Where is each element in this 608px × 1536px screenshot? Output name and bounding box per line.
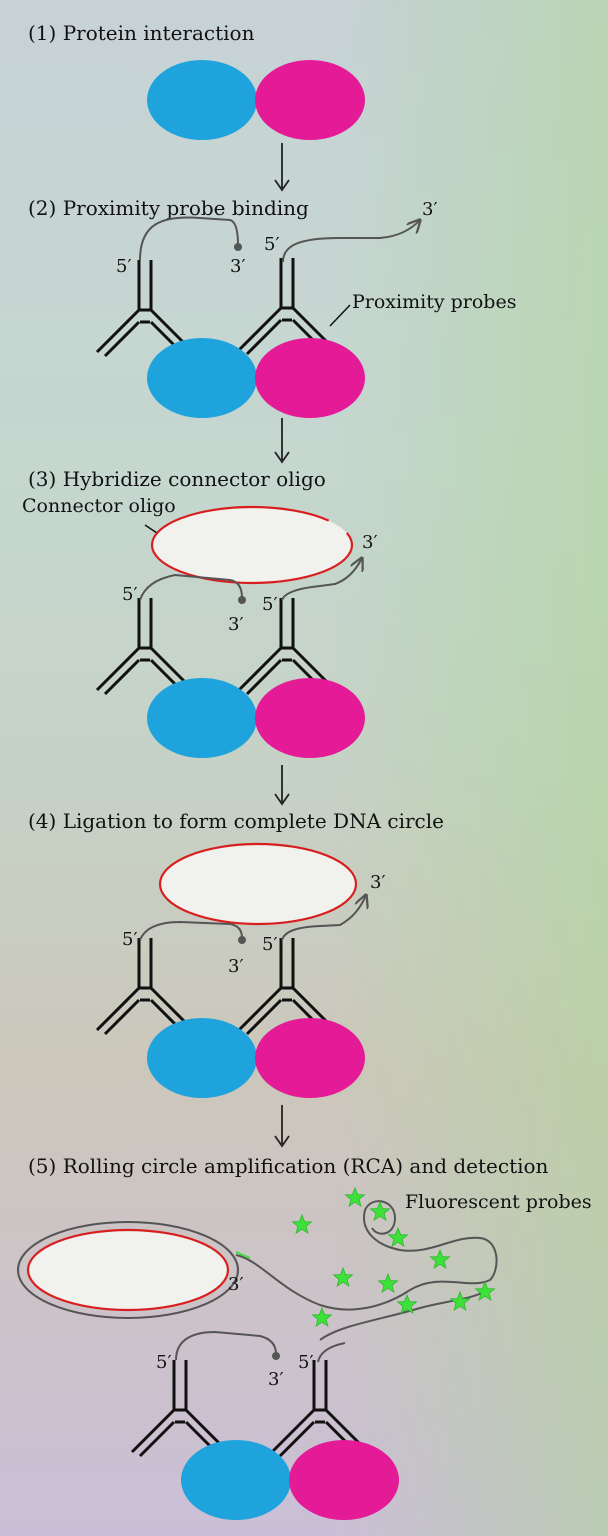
connector-oligo-label: Connector oligo bbox=[22, 495, 176, 517]
connector-oligo-circle bbox=[150, 505, 354, 585]
five-prime-label: 5′ bbox=[298, 1352, 314, 1373]
three-prime-label: 3′ bbox=[230, 256, 246, 277]
five-prime-label: 5′ bbox=[156, 1352, 172, 1373]
three-prime-label: 3′ bbox=[362, 532, 378, 553]
five-prime-label: 5′ bbox=[262, 934, 278, 955]
probe-strand-right bbox=[282, 220, 420, 263]
three-prime-label: 3′ bbox=[422, 199, 438, 220]
antibody-left bbox=[130, 1358, 230, 1458]
rca-dna-circle bbox=[26, 1228, 230, 1312]
step-5-title: (5) Rolling circle amplification (RCA) a… bbox=[28, 1154, 549, 1178]
probe-strand-left bbox=[139, 216, 239, 261]
antibody-left bbox=[95, 258, 195, 358]
proximity-probes-label: Proximity probes bbox=[352, 291, 516, 313]
five-prime-label: 5′ bbox=[264, 234, 280, 255]
five-prime-label: 5′ bbox=[122, 584, 138, 605]
probe-strand-right bbox=[317, 1342, 346, 1363]
rca-product-strand bbox=[235, 1200, 498, 1341]
three-prime-label: 3′ bbox=[268, 1369, 284, 1390]
probe-strand-right bbox=[281, 558, 362, 601]
rca-outer-strand bbox=[17, 1221, 239, 1319]
ligated-dna-circle bbox=[158, 842, 358, 926]
step-1-title: (1) Protein interaction bbox=[28, 21, 255, 45]
protein-a bbox=[147, 60, 257, 140]
five-prime-label: 5′ bbox=[262, 594, 278, 615]
probe-strand-left bbox=[139, 573, 243, 601]
three-prime-label: 3′ bbox=[228, 1274, 244, 1295]
protein-b bbox=[255, 678, 365, 758]
antibody-left bbox=[95, 936, 195, 1036]
protein-b bbox=[255, 60, 365, 140]
five-prime-label: 5′ bbox=[122, 929, 138, 950]
protein-a bbox=[181, 1440, 291, 1520]
protein-a bbox=[147, 1018, 257, 1098]
three-prime-label: 3′ bbox=[228, 614, 244, 635]
three-prime-label: 3′ bbox=[228, 956, 244, 977]
step-2-title: (2) Proximity probe binding bbox=[28, 196, 309, 220]
protein-b bbox=[255, 338, 365, 418]
fluorescent-probes-label: Fluorescent probes bbox=[405, 1191, 592, 1213]
probe-strand-left bbox=[139, 920, 243, 941]
probe-strand-right bbox=[281, 895, 366, 941]
protein-b bbox=[289, 1440, 399, 1520]
protein-b bbox=[255, 1018, 365, 1098]
probe-strand-left bbox=[175, 1330, 277, 1361]
step-4-title: (4) Ligation to form complete DNA circle bbox=[28, 809, 444, 833]
protein-a bbox=[147, 338, 257, 418]
protein-a bbox=[147, 678, 257, 758]
antibody-left bbox=[95, 596, 195, 696]
five-prime-label: 5′ bbox=[116, 256, 132, 277]
three-prime-label: 3′ bbox=[370, 872, 386, 893]
step-3-title: (3) Hybridize connector oligo bbox=[28, 467, 326, 491]
